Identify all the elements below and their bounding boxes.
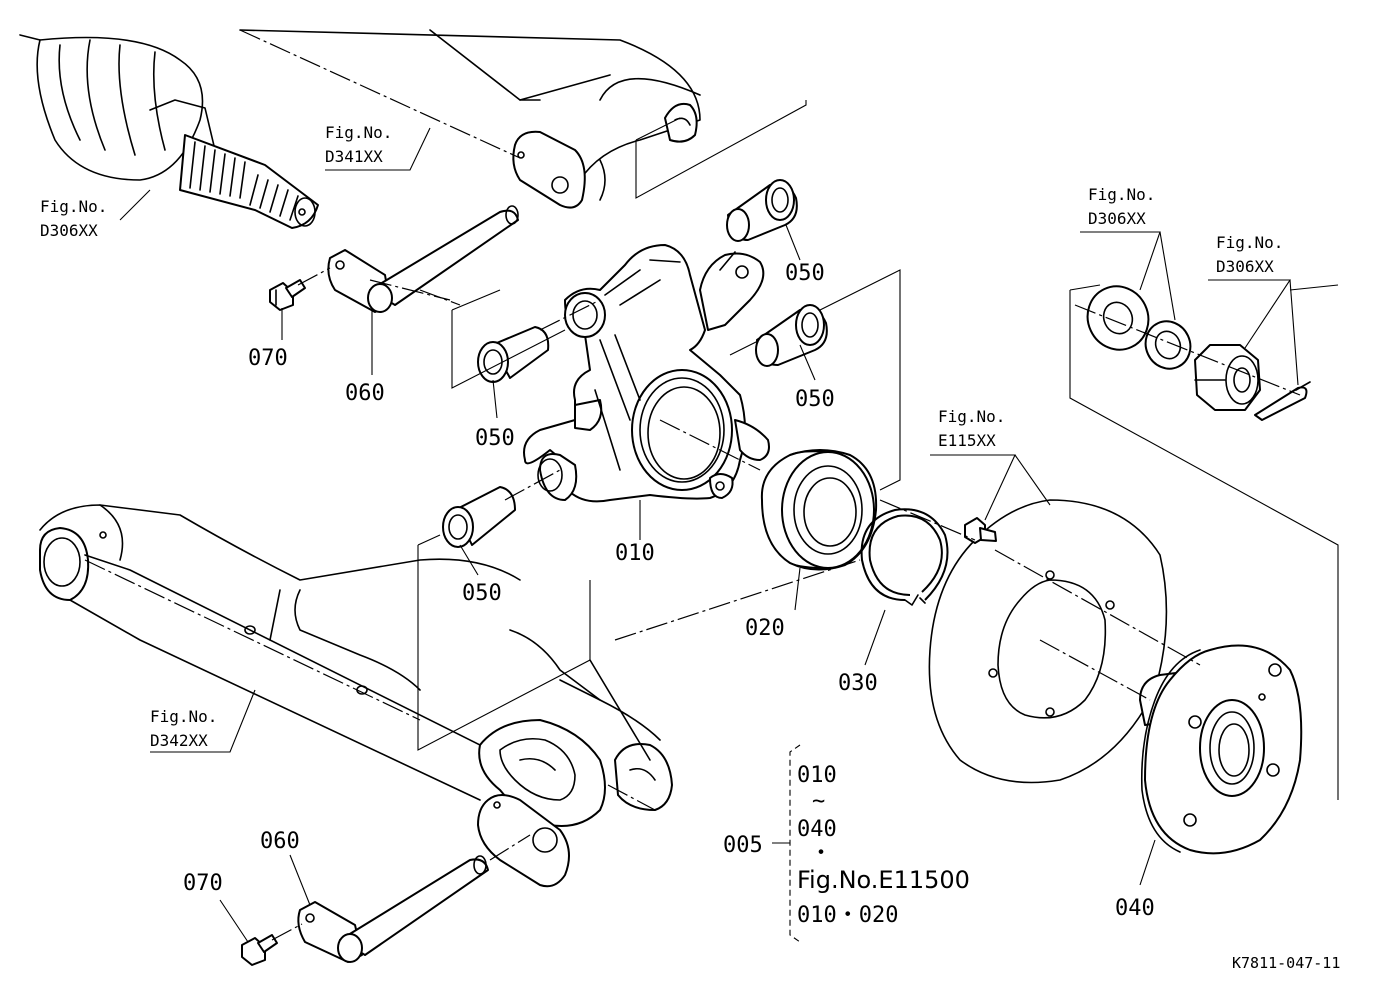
- right-hub-frame: [1069, 284, 1339, 800]
- knuckle-010: [523, 244, 770, 503]
- bushing-050-upper: [726, 179, 798, 242]
- lower-arm-outline: [39, 504, 673, 888]
- assembly-subparts: 010・020: [797, 903, 898, 928]
- fig-ref-line2: E115XX: [938, 431, 996, 450]
- fig-ref-d341: Fig.No. D341XX: [325, 123, 392, 166]
- fig-ref-line2: D306XX: [1216, 257, 1274, 276]
- fig-ref-line2: D341XX: [325, 147, 383, 166]
- spring-washer-d306: [1144, 320, 1192, 370]
- assembly-range-tilde: ~: [812, 789, 825, 814]
- part-label-050-right: 050: [795, 387, 835, 412]
- assembly-fig-ref: Fig.No.E11500: [797, 866, 970, 894]
- cv-joint-shaft: [19, 34, 319, 229]
- drawing-code: K7811-047-11: [1232, 954, 1340, 972]
- fig-ref-line2: D342XX: [150, 731, 208, 750]
- fig-ref-line1: Fig.No.: [1216, 233, 1283, 252]
- part-label-070-lower: 070: [183, 871, 223, 896]
- fig-ref-line1: Fig.No.: [1088, 185, 1155, 204]
- part-label-060-upper: 060: [345, 381, 385, 406]
- disc-bolt: [964, 517, 997, 544]
- part-label-050-left-upper: 050: [475, 426, 515, 451]
- assembly-separator-dot: ・: [810, 841, 832, 866]
- upper-050-frame: [635, 100, 807, 199]
- fig-ref-line2: D306XX: [1088, 209, 1146, 228]
- bearing-020: [760, 449, 878, 571]
- hub-040: [1139, 644, 1303, 855]
- part-label-030: 030: [838, 671, 878, 696]
- washer-d306: [1086, 285, 1150, 351]
- part-label-010: 010: [615, 541, 655, 566]
- fig-ref-line1: Fig.No.: [40, 197, 107, 216]
- part-label-050-left-lower: 050: [462, 581, 502, 606]
- assembly-range-start: 010: [797, 763, 837, 788]
- part-label-060-lower: 060: [260, 829, 300, 854]
- left-050-frames: [417, 289, 591, 751]
- fig-ref-line2: D306XX: [40, 221, 98, 240]
- assembly-note-005: 005 010 ~ 040 ・ Fig.No.E11500 010・020: [723, 744, 970, 943]
- part-label-020: 020: [745, 616, 785, 641]
- leader-lines: [119, 127, 1299, 943]
- bushing-050-left-lower: [442, 486, 516, 548]
- brake-disc: [928, 499, 1168, 784]
- fig-ref-d306-nut: Fig.No. D306XX: [1216, 233, 1283, 276]
- bushing-050-left-upper: [477, 326, 550, 383]
- part-label-070-upper: 070: [248, 346, 288, 371]
- lower-pin-060: [297, 855, 489, 963]
- assembly-number: 005: [723, 833, 763, 858]
- fig-ref-line1: Fig.No.: [150, 707, 217, 726]
- cotter-pin: [1254, 381, 1311, 421]
- part-label-040: 040: [1115, 896, 1155, 921]
- castle-nut-d306: [1194, 344, 1261, 411]
- fig-ref-d306-washer: Fig.No. D306XX: [1088, 185, 1155, 228]
- upper-pin-060: [327, 205, 519, 313]
- fig-ref-d342: Fig.No. D342XX: [150, 707, 217, 750]
- assembly-range-end: 040: [797, 817, 837, 842]
- fig-ref-line1: Fig.No.: [938, 407, 1005, 426]
- fig-ref-line1: Fig.No.: [325, 123, 392, 142]
- bushing-050-right: [755, 304, 828, 367]
- snap-ring-030: [860, 508, 949, 606]
- fig-ref-d306-cv-joint: Fig.No. D306XX: [40, 197, 107, 240]
- fig-ref-e115: Fig.No. E115XX: [938, 407, 1005, 450]
- part-label-050-upper: 050: [785, 261, 825, 286]
- upper-arm-outline: [239, 29, 701, 209]
